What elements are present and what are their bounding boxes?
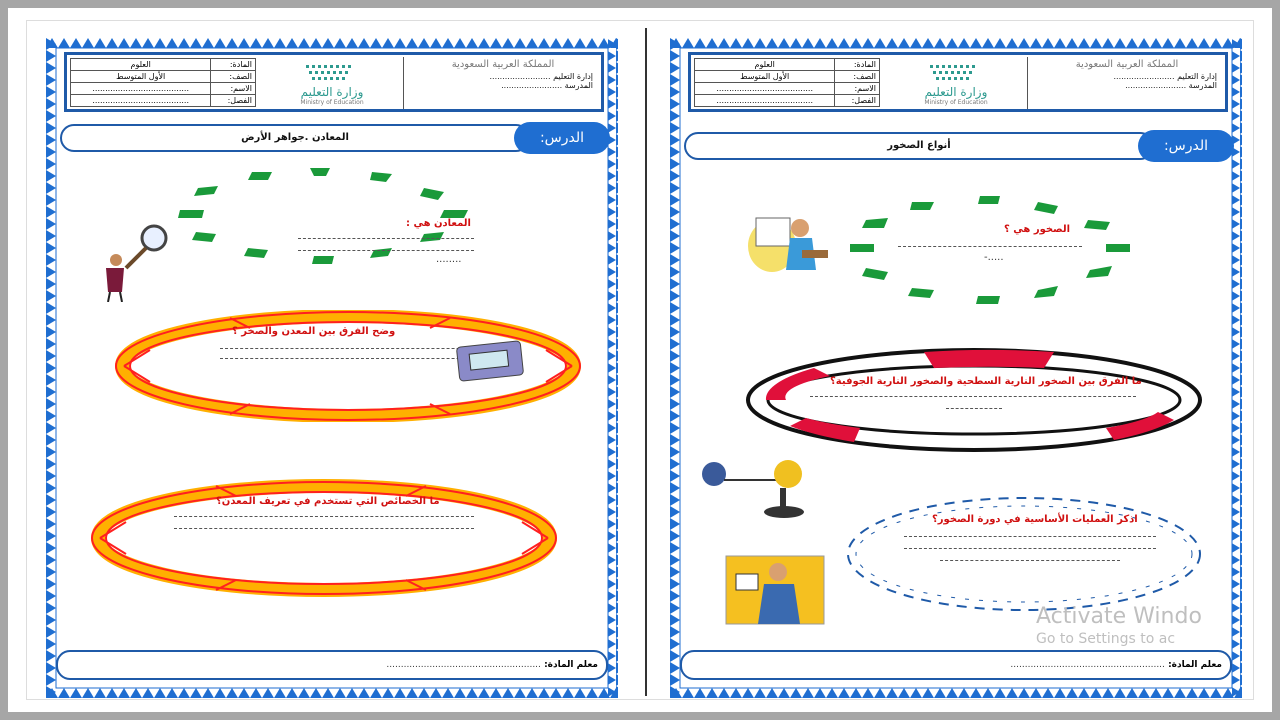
ministry-logo-icon [306,65,351,80]
presenter-icon [725,555,825,625]
ministry-logo: وزارة التعليم Ministry of Education [891,63,1021,107]
subject-value: العلوم [693,58,836,71]
teacher-dots: ........................................… [386,660,541,670]
subject-label: المادة: [210,58,256,71]
ministry-logo-icon [930,65,975,80]
answer-line [298,238,474,239]
magnifier-person-icon [106,224,168,302]
subject-value: العلوم [69,58,212,71]
teacher-dots: ........................................… [1010,660,1165,670]
ministry-name: وزارة التعليم [300,85,364,99]
grade-label: الصف: [210,70,256,83]
ministry-english: Ministry of Education [924,99,988,106]
watermark-line-1: Activate Windo [1036,604,1202,629]
class-label: الفصل: [210,94,256,107]
kingdom-block: المملكة العربية السعودية إدارة التعليم .… [1037,59,1217,109]
teacher-icon [748,217,828,272]
zigzag-border [46,38,618,698]
green-ring-decoration [178,168,468,264]
admin-label: إدارة التعليم [1177,72,1217,81]
class-value: ...................................... [69,94,212,107]
answer-line [940,560,1120,561]
scale-icon [456,340,524,382]
header-separator [1027,57,1028,109]
answer-line [220,358,520,359]
ministry-name: وزارة التعليم [924,85,988,99]
name-label: الاسم: [210,82,256,95]
class-label: الفصل: [834,94,880,107]
grade-label: الصف: [834,70,880,83]
class-value: ...................................... [693,94,836,107]
teacher-footer: معلم المادة: ...........................… [680,650,1232,680]
name-label: الاسم: [834,82,880,95]
green-ring-decoration [850,196,1130,304]
short-dots: .....- [984,252,1004,263]
page-divider [645,28,647,696]
kingdom-seal: المملكة العربية السعودية [1075,59,1179,70]
orange-ellipse-frame [115,310,581,422]
teacher-footer: معلم المادة: ...........................… [56,650,608,680]
grade-value: الأول المتوسط [69,70,212,83]
watermark-line-2: Go to Settings to ac [1036,631,1176,647]
question-2: وضح الفرق بين المعدن والصخر ؟ [232,326,396,337]
lesson-tag: الدرس: [1138,130,1234,162]
ministry-english: Ministry of Education [300,99,364,106]
school-dots: ........................ [1125,81,1187,90]
lesson-title: أنواع الصخور [684,132,1154,160]
admin-label: إدارة التعليم [553,72,593,81]
teacher-label: معلم المادة: [1168,660,1222,670]
blue-zigzag-ring [847,497,1201,611]
question-1: الصخور هي ؟ [1004,224,1071,235]
admin-dots: ........................ [489,72,551,81]
grade-value: الأول المتوسط [693,70,836,83]
answer-line [220,348,520,349]
answer-line [904,548,1156,549]
lesson-title: المعادن .جواهر الأرض [60,124,530,152]
answer-line [898,246,1082,247]
lesson-bar: المعادن .جواهر الأرض الدرس: [60,122,610,154]
activate-windows-watermark: Activate Windo Go to Settings to ac [1036,604,1202,647]
lesson-bar: أنواع الصخور الدرس: [684,130,1234,162]
school-dots: ........................ [501,81,563,90]
school-label: المدرسة [1188,81,1217,90]
subject-label: المادة: [834,58,880,71]
kingdom-block: المملكة العربية السعودية إدارة التعليم .… [413,59,593,109]
answer-line [174,516,474,517]
school-label: المدرسة [564,81,593,90]
answer-line [946,408,1002,409]
question-3: ما الخصائص التي تستخدم في تعريف المعدن؟ [216,496,440,507]
teacher-label: معلم المادة: [544,660,598,670]
answer-line [174,528,474,529]
lesson-tag: الدرس: [514,122,610,154]
lifebuoy-frame [746,348,1202,452]
header-separator [403,57,404,109]
admin-dots: ........................ [1113,72,1175,81]
zigzag-border [670,38,1242,698]
question-3: اذكر العمليات الأساسية في دورة الصخور؟ [932,514,1138,525]
answer-line [810,396,1136,397]
answer-line [298,250,474,251]
question-2: ما الفرق بين الصخور النارية السطحية والص… [830,376,1142,387]
question-1: المعادن هي : [406,218,471,229]
ministry-logo: وزارة التعليم Ministry of Education [267,63,397,107]
answer-line [904,536,1156,537]
globe-orrery-icon [702,460,804,518]
name-value: ...................................... [693,82,836,95]
name-value: ...................................... [69,82,212,95]
short-dots: ........ [436,254,462,265]
orange-ellipse-frame [91,479,557,597]
kingdom-seal: المملكة العربية السعودية [451,59,555,70]
